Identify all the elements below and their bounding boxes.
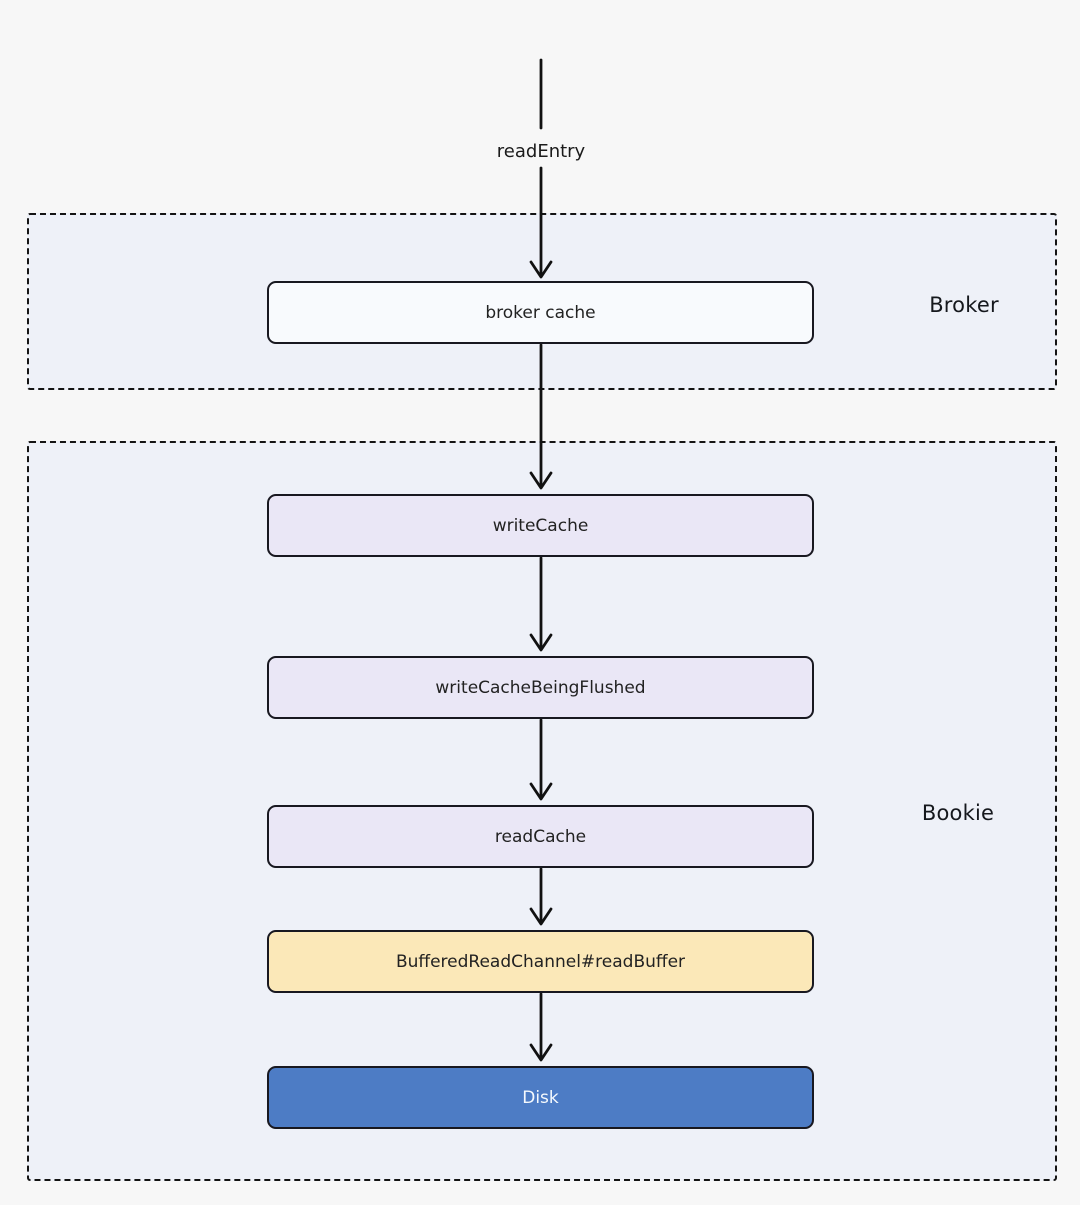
node-read-cache: readCache xyxy=(267,805,814,868)
node-broker-cache: broker cache xyxy=(267,281,814,344)
node-buffered-read-channel-read-buffer: BufferedReadChannel#readBuffer xyxy=(267,930,814,993)
group-label-bookie: Bookie xyxy=(921,801,995,825)
node-disk: Disk xyxy=(267,1066,814,1129)
node-write-cache-being-flushed: writeCacheBeingFlushed xyxy=(267,656,814,719)
edge-label-readentry: readEntry xyxy=(441,139,641,164)
group-label-broker: Broker xyxy=(929,293,999,317)
node-write-cache: writeCache xyxy=(267,494,814,557)
